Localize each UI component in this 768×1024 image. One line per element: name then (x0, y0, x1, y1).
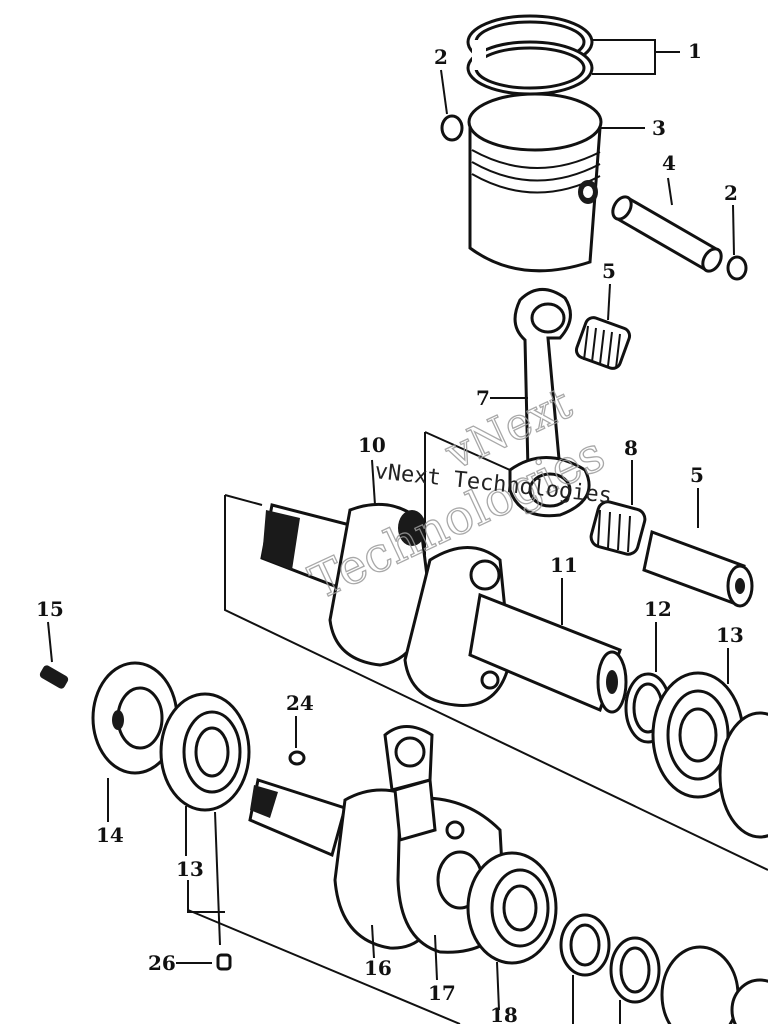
callout-3: 3 (652, 116, 666, 140)
callout-4: 4 (662, 151, 676, 175)
callout-5-right: 5 (690, 463, 704, 487)
callout-26: 26 (148, 951, 176, 975)
crank-pin (642, 529, 754, 608)
callout-17: 17 (428, 981, 456, 1005)
callout-8: 8 (624, 436, 638, 460)
piston-pin (611, 195, 723, 273)
small-end-needle-bearing (574, 316, 632, 370)
callout-2-right: 2 (724, 181, 738, 205)
callout-15: 15 (36, 597, 64, 621)
piston (467, 92, 603, 273)
set-screw (39, 665, 69, 689)
piston-rings (466, 14, 594, 96)
leader-lines (47, 39, 735, 1024)
callout-16: 16 (364, 956, 392, 980)
callout-10: 10 (358, 433, 386, 457)
callout-12: 12 (644, 597, 672, 621)
callout-numbers: 1 2 3 4 2 5 7 8 5 10 11 12 13 15 24 14 1… (36, 39, 744, 1024)
callout-13-left: 13 (176, 857, 204, 881)
bearing-holder (91, 661, 179, 775)
crankshaft-assembly-lower (248, 725, 507, 954)
callout-7: 7 (476, 386, 490, 410)
circlip-right (726, 255, 748, 281)
callout-5-top: 5 (602, 259, 616, 283)
callout-14: 14 (96, 823, 124, 847)
big-end-needle-bearing (589, 500, 647, 556)
connecting-rod (508, 288, 591, 518)
ball-bearing-right (651, 671, 768, 839)
ball-bearing-lower (466, 851, 558, 965)
circlip-left (440, 114, 464, 142)
callout-1: 1 (688, 39, 702, 63)
ball-bearing-left (159, 692, 251, 812)
callout-18: 18 (490, 1003, 518, 1024)
woodruff-key (288, 750, 306, 766)
dowel-pin (216, 953, 232, 971)
callout-2-top: 2 (434, 45, 448, 69)
callout-24: 24 (286, 691, 314, 715)
callout-11: 11 (550, 553, 578, 577)
bearing-lower-right (660, 945, 740, 1024)
callout-13-right: 13 (716, 623, 744, 647)
crankshaft-assembly-upper (224, 494, 768, 871)
